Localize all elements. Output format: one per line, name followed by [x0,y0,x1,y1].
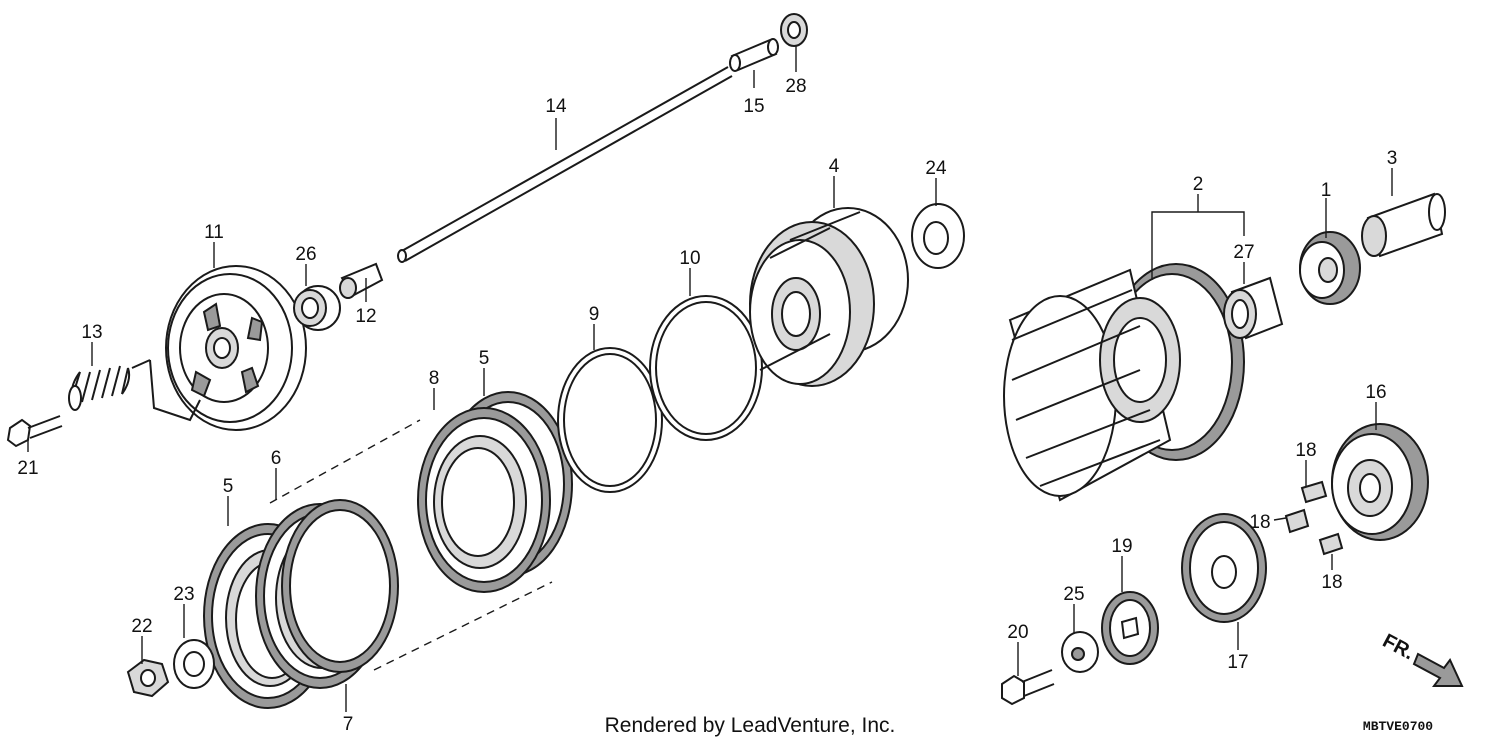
collar [1361,192,1446,258]
label-part-14: 14 [545,96,567,117]
clutch-plate-stack [255,499,399,689]
diagram-code: MBTVE0700 [1363,719,1433,734]
label-part-12: 12 [355,306,376,327]
front-direction-arrow [1412,652,1464,687]
clutch-center [749,207,909,387]
friction-disk-upper [417,391,573,593]
oil-seal [780,13,808,47]
push-rod [397,66,733,263]
label-part-21: 21 [17,458,38,479]
lifter-bolt [6,415,63,448]
leader-lines [27,46,1393,712]
label-part-17: 17 [1227,652,1248,673]
pressure-plate [131,265,307,431]
release-bearing [293,285,341,331]
render-credit: Rendered by LeadVenture, Inc. [605,714,896,737]
front-direction-label: FR. [1379,630,1418,665]
cam-sprocket [1181,513,1267,623]
stack-envelope [269,419,553,671]
label-part-18-middle: 18 [1249,512,1270,533]
label-part-5-upper: 5 [479,348,490,369]
label-part-7: 7 [343,714,354,735]
label-part-4: 4 [829,156,840,177]
label-part-20: 20 [1007,622,1028,643]
judder-spring [557,347,663,493]
label-part-9: 9 [589,304,600,325]
label-part-8: 8 [429,368,440,389]
label-part-16: 16 [1365,382,1386,403]
label-part-24: 24 [925,158,947,179]
label-part-28: 28 [785,76,806,97]
part-labels: 1 2 3 4 5 5 6 7 8 9 10 11 12 13 14 15 16… [17,76,1397,735]
label-part-6: 6 [271,448,282,469]
damper-springs [1284,480,1344,556]
sprocket-washer [1061,631,1099,673]
sprocket-bolt [1001,669,1055,706]
label-part-27: 27 [1233,242,1254,263]
push-pin [729,38,779,72]
label-part-10: 10 [679,248,700,269]
drive-sprocket [1299,231,1361,305]
clutch-outer [1003,263,1245,502]
label-part-18-top: 18 [1295,440,1316,461]
lock-washer [173,639,215,689]
judder-seat [649,295,763,441]
thrust-washer [911,203,965,269]
lock-nut [126,658,170,698]
label-part-5-lower: 5 [223,476,234,497]
label-part-3: 3 [1387,148,1398,169]
label-part-1: 1 [1321,180,1332,201]
label-part-26: 26 [295,244,316,265]
label-part-15: 15 [743,96,764,117]
small-sprocket [1101,591,1159,665]
label-part-23: 23 [173,584,194,605]
label-part-11: 11 [204,222,224,243]
label-part-2: 2 [1193,174,1204,195]
needle-bearing [1223,276,1284,340]
label-part-22: 22 [131,616,152,637]
label-part-25: 25 [1063,584,1084,605]
label-part-13: 13 [81,322,102,343]
primary-gear [1331,423,1429,541]
label-part-18-bottom: 18 [1321,572,1342,593]
lifter-piece [339,262,384,299]
clutch-spring [68,365,131,411]
label-part-19: 19 [1111,536,1132,557]
